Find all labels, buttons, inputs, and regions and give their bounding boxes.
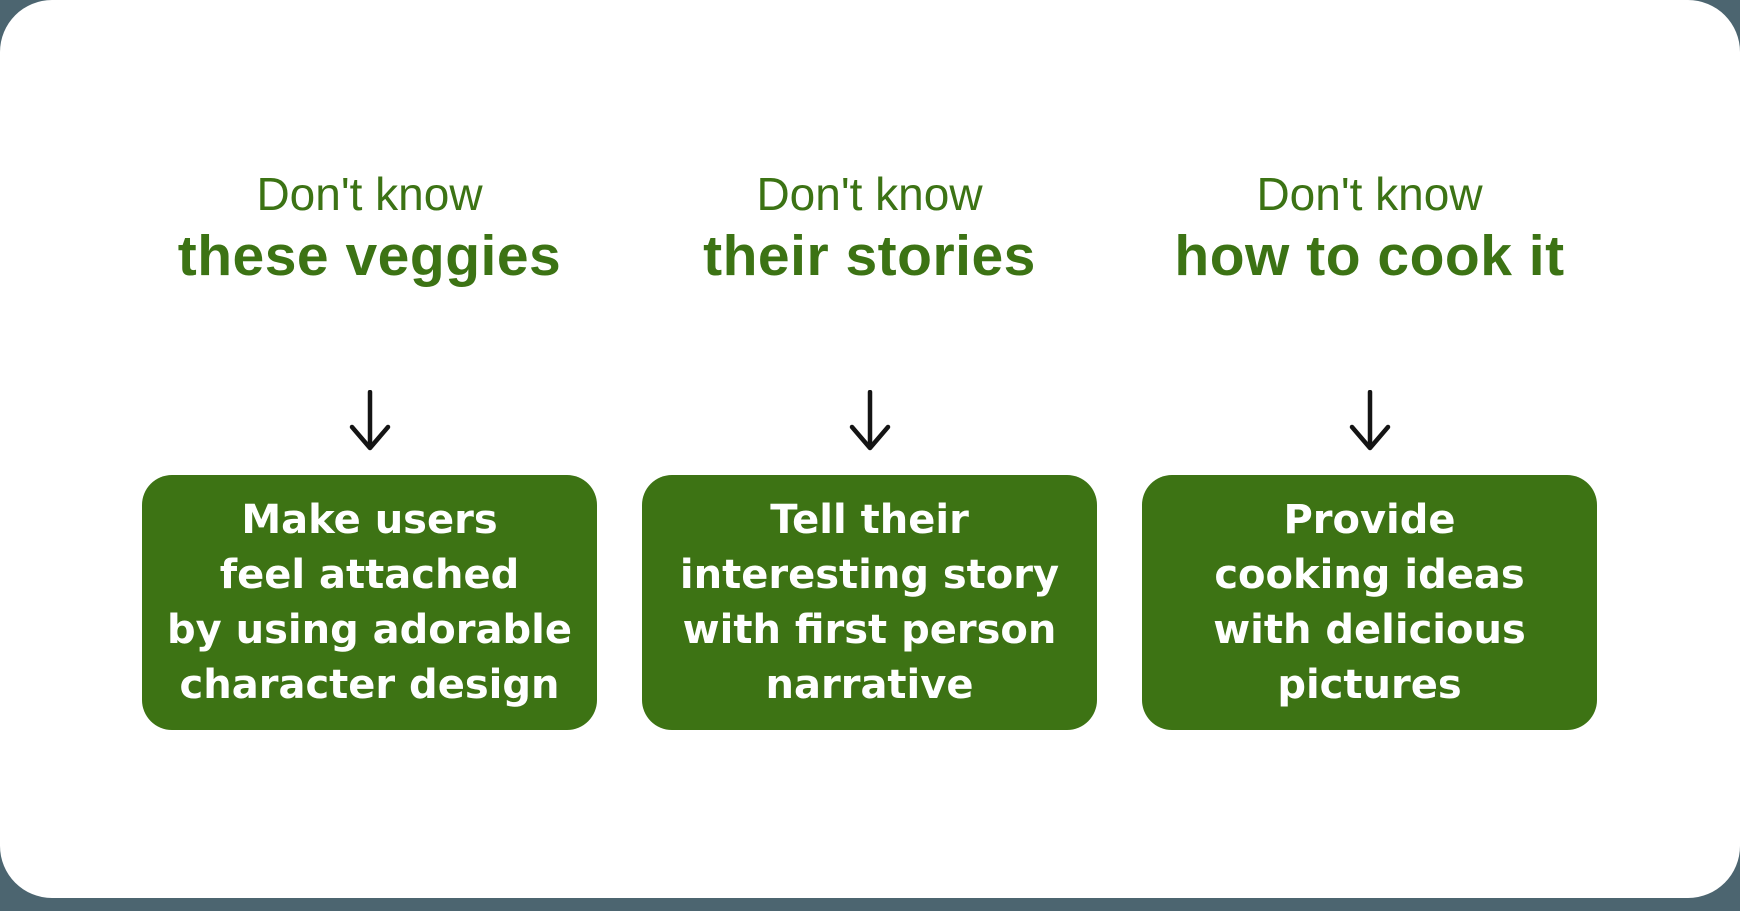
heading-top: Don't know [1256,168,1483,220]
column-these-veggies: Don't know these veggies Make users feel… [142,0,597,898]
box-line: with delicious [1213,606,1526,653]
box-line: cooking ideas [1214,551,1525,598]
heading-top: Don't know [756,168,983,220]
heading-bottom: their stories [703,224,1036,288]
down-arrow-icon [349,390,390,451]
box-line: feel attached [219,551,520,598]
box-line: character design [179,661,560,708]
box-line: by using adorable [167,606,572,653]
box-line: Tell their [770,496,969,543]
columns-container: Don't know these veggies Make users feel… [142,0,1597,898]
column-how-to-cook: Don't know how to cook it Provide cookin… [1142,0,1597,898]
heading-bottom: these veggies [177,224,562,288]
box-line: interesting story [679,551,1060,598]
column-their-stories: Don't know their stories Tell their inte… [642,0,1097,898]
box-line: narrative [765,661,974,708]
heading-bottom: how to cook it [1174,224,1565,288]
heading-top: Don't know [256,168,483,220]
down-arrow-icon [849,390,890,451]
solution-box: Make users feel attached by using adorab… [142,475,597,730]
box-line: with first person [682,606,1057,653]
down-arrow-icon [1349,390,1390,451]
solution-box: Tell their interesting story with first … [642,475,1097,730]
box-line: Make users [241,496,498,543]
box-line: Provide [1283,496,1456,543]
solution-box: Provide cooking ideas with delicious pic… [1142,475,1597,730]
box-line: pictures [1277,661,1462,708]
